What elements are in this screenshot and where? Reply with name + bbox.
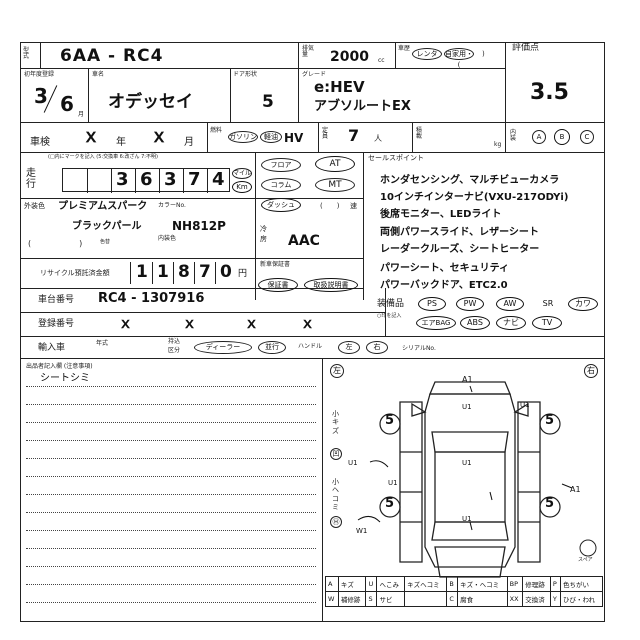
car-name: オデッセイ bbox=[108, 92, 193, 112]
ac-value: AAC bbox=[288, 233, 320, 249]
equip-leather: カワ bbox=[568, 297, 598, 311]
sales-point-3: 後席モニター、LEDライト bbox=[380, 209, 502, 220]
recycle-label: リサイクル預託済金額 bbox=[40, 269, 110, 277]
right-side-marker: 右 bbox=[584, 364, 598, 378]
notes-label: 出品者記入欄 (注意事項) bbox=[26, 363, 93, 370]
sales-point-7: パワーバックドア、ETC2.0 bbox=[380, 280, 508, 291]
unit-mile: マイル bbox=[232, 168, 252, 179]
manual-option: 取扱説明書 bbox=[304, 278, 358, 292]
interior-label: 内装 bbox=[510, 129, 517, 142]
fuel-value: HV bbox=[284, 131, 304, 145]
sales-points-label: セールスポイント bbox=[368, 154, 424, 162]
mileage-note: (□内にマークを記入 (5:交換車 6:改ざん 7:不明) bbox=[48, 154, 158, 160]
unit-km: Km bbox=[232, 181, 252, 193]
equip-navi: ナビ bbox=[496, 316, 526, 330]
displacement: 2000 bbox=[330, 49, 369, 65]
sales-point-1: ホンダセンシング、マルチビューカメラ bbox=[380, 175, 560, 186]
sales-point-4: 両側パワースライド、レザーシート bbox=[380, 227, 539, 238]
load-label: 積載 bbox=[416, 127, 423, 140]
equip-pw: PW bbox=[456, 297, 484, 311]
doors-label: ドア形状 bbox=[233, 71, 258, 78]
seats-label: 定員 bbox=[322, 127, 329, 140]
grade-line-2: アブソルートEX bbox=[314, 99, 411, 114]
odometer: 3 6 3 7 4 bbox=[62, 168, 230, 193]
left-side-marker: 左 bbox=[330, 364, 344, 378]
warranty-option: 保証書 bbox=[258, 278, 298, 292]
grade-score: 3.5 bbox=[530, 80, 569, 105]
equipment-label: 装備品 bbox=[377, 299, 405, 309]
sales-point-2: 10インチインターナビ(VXU-217ODYi) bbox=[380, 192, 569, 203]
import-label: 輸入車 bbox=[38, 343, 66, 353]
displacement-label: 排気量 bbox=[302, 45, 315, 58]
interior-grade-c: C bbox=[580, 130, 594, 144]
grade-line-1: e:HEV bbox=[314, 78, 365, 96]
chassis-label: 車台番号 bbox=[38, 295, 75, 305]
interior-grade-b: B bbox=[554, 129, 570, 145]
trans-at: AT bbox=[315, 156, 355, 172]
registration-label: 登録番号 bbox=[38, 319, 75, 329]
first-reg-label: 初年度登録 bbox=[24, 71, 55, 78]
sales-point-6: パワーシート、セキュリティ bbox=[380, 263, 509, 274]
color-label: 外装色 bbox=[24, 202, 45, 210]
inspection-label: 車検 bbox=[30, 137, 50, 148]
trans-mt: MT bbox=[315, 178, 355, 192]
color-line-2: ブラックパール bbox=[72, 221, 142, 232]
seats-value: 7 bbox=[348, 126, 360, 145]
color-line-1: プレミアムスパーク bbox=[58, 201, 148, 212]
sales-point-5: レーダークルーズ、シートヒーター bbox=[380, 244, 540, 255]
mileage-label: 走行 bbox=[26, 168, 36, 190]
option-rental: レンタ bbox=[412, 48, 442, 60]
car-diagram bbox=[357, 381, 597, 578]
shift-label: 車歴 bbox=[398, 45, 411, 52]
ac-label: 冷房 bbox=[260, 225, 267, 243]
equip-ps: PS bbox=[418, 297, 446, 311]
form-frame bbox=[20, 42, 605, 622]
equip-airbag: エアBAG bbox=[416, 316, 456, 330]
new-car-warranty-label: 新車保証書 bbox=[260, 261, 291, 268]
grade-score-label: 評価点 bbox=[512, 43, 540, 53]
equip-aw: AW bbox=[496, 297, 524, 311]
color-number: NH812P bbox=[172, 219, 226, 233]
doors: 5 bbox=[262, 92, 274, 112]
interior-grade-a: A bbox=[532, 130, 546, 144]
first-reg-month: 6 bbox=[60, 92, 74, 116]
model-code: 6AA - RC4 bbox=[60, 46, 164, 66]
equip-sr: SR bbox=[542, 299, 554, 308]
equip-abs: ABS bbox=[460, 316, 490, 330]
notes-text: シートシミ bbox=[40, 373, 90, 384]
car-name-label: 車名 bbox=[92, 71, 105, 78]
recycle-amount: 1 1 8 7 0 bbox=[130, 262, 235, 284]
option-private: 自家用・( bbox=[444, 48, 474, 69]
first-reg-year: 3 bbox=[34, 84, 48, 108]
chassis-number: RC4 - 1307916 bbox=[98, 291, 205, 306]
fuel-label: 燃料 bbox=[210, 127, 223, 134]
equip-tv: TV bbox=[532, 316, 562, 330]
grade-label: グレード bbox=[302, 71, 327, 78]
